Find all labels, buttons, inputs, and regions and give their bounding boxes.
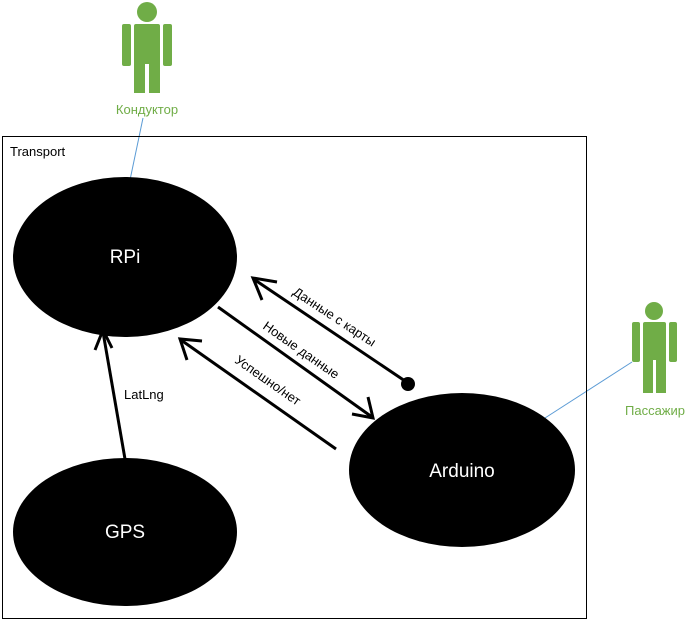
edge-gps-to-rpi: LatLng xyxy=(93,326,164,460)
map-data-line xyxy=(254,278,409,385)
actor-passenger: Пассажир xyxy=(625,302,685,418)
gps-rpi-label: LatLng xyxy=(124,387,164,402)
map-data-arrowhead xyxy=(250,276,278,301)
boundary-label: Transport xyxy=(10,144,66,159)
node-gps: GPS xyxy=(13,458,237,606)
node-arduino: Arduino xyxy=(349,393,575,547)
conductor-association-line xyxy=(129,117,144,181)
new-data-line xyxy=(217,305,373,419)
gps-label: GPS xyxy=(105,522,145,543)
new-data-arrowhead xyxy=(351,396,375,420)
rpi-ellipse xyxy=(13,177,237,337)
gps-ellipse xyxy=(13,458,237,606)
passenger-label: Пассажир xyxy=(625,403,685,418)
gps-rpi-line xyxy=(101,331,127,460)
map-data-label: Данные с карты xyxy=(290,284,378,350)
gps-rpi-arrowhead xyxy=(93,326,114,351)
arduino-label: Arduino xyxy=(429,461,495,482)
passenger-association-line xyxy=(544,361,633,419)
actor-conductor: Кондуктор xyxy=(116,2,178,117)
arduino-ellipse xyxy=(349,393,575,547)
system-boundary xyxy=(2,136,587,619)
map-data-origin-dot xyxy=(401,377,415,391)
passenger-figure-icon xyxy=(632,302,677,393)
rpi-label: RPi xyxy=(110,247,141,268)
status-line xyxy=(180,338,337,451)
conductor-label: Кондуктор xyxy=(116,102,178,117)
conductor-figure-icon xyxy=(122,2,172,93)
new-data-label: Новые данные xyxy=(260,318,342,382)
status-arrowhead xyxy=(177,337,203,361)
node-rpi: RPi xyxy=(13,177,237,337)
